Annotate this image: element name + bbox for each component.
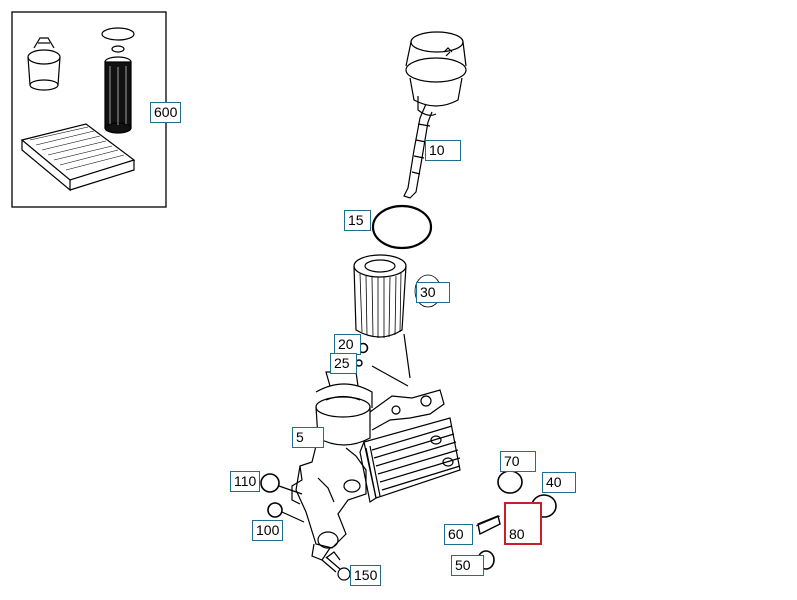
callout-5[interactable]: 5	[292, 427, 324, 448]
callout-40[interactable]: 40	[542, 472, 576, 493]
large-oring-icon	[371, 204, 433, 250]
inset-air-filter-icon	[20, 123, 136, 192]
inset-small-ring-icon	[111, 45, 125, 53]
kit-inset	[11, 11, 167, 208]
seal-60-icon	[475, 515, 501, 536]
callout-110[interactable]: 110	[230, 471, 261, 492]
callout-20[interactable]: 20	[334, 334, 361, 355]
inset-oil-filter-cartridge-icon	[104, 56, 132, 134]
callout-15[interactable]: 15	[344, 210, 371, 231]
inset-oring-icon	[101, 27, 135, 41]
callout-150[interactable]: 150	[350, 565, 382, 586]
inset-fuel-filter-icon	[27, 37, 61, 91]
callout-30[interactable]: 30	[416, 282, 450, 303]
oil-cooler-icon	[359, 417, 461, 503]
callout-50[interactable]: 50	[451, 555, 484, 576]
oil-filter-housing-icon	[291, 371, 445, 561]
oil-filter-cap-icon	[403, 31, 467, 199]
callout-80[interactable]: 80	[504, 502, 542, 545]
callout-25[interactable]: 25	[330, 353, 357, 374]
oil-filter-element-icon	[353, 254, 442, 338]
seal-70-icon	[497, 470, 523, 494]
callout-70[interactable]: 70	[500, 451, 536, 472]
callout-10[interactable]: 10	[425, 140, 461, 161]
callout-600[interactable]: 600	[150, 102, 182, 123]
oring-110-icon	[260, 473, 280, 493]
bolt-150-icon	[321, 551, 351, 581]
oring-100-icon	[267, 502, 283, 518]
callout-60[interactable]: 60	[444, 524, 473, 545]
callout-100[interactable]: 100	[252, 520, 284, 541]
